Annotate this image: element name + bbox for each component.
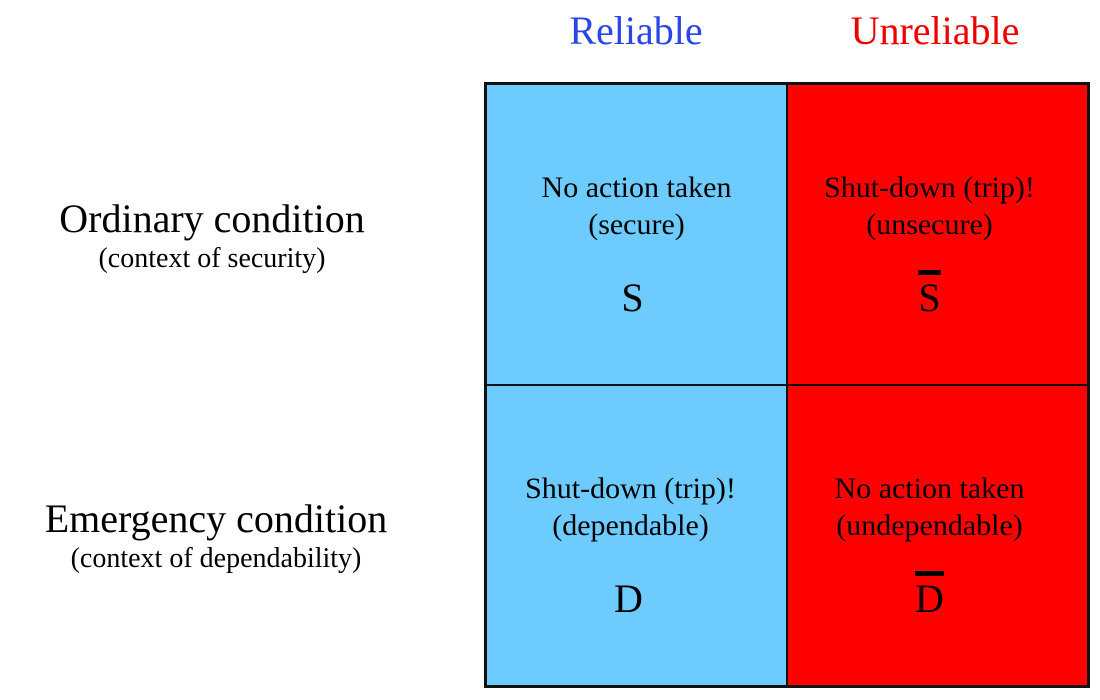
cell-ordinary-unreliable: Shut-down (trip)! (unsecure) S [787,85,1087,385]
cell-line-2: (undependable) [836,509,1023,542]
symbol-s-bar: S [918,275,941,320]
row-label-emergency: Emergency condition (context of dependab… [0,496,432,576]
row-title-emergency: Emergency condition [44,496,388,541]
cell-line-1: No action taken [541,171,732,204]
cell-symbol: S [483,275,782,321]
cell-emergency-unreliable: No action taken (undependable) D [787,385,1087,685]
cell-line-1: Shut-down (trip)! [525,472,736,505]
row-subtitle-emergency: (context of dependability) [70,543,362,574]
column-header-unreliable: Unreliable [850,8,1020,53]
cell-symbol: D [479,576,778,622]
cell-description: Shut-down (trip)! (dependable) [481,470,780,544]
cell-emergency-reliable: Shut-down (trip)! (dependable) D [487,385,787,685]
row-subtitle-ordinary: (context of security) [98,243,326,274]
cell-symbol: S [780,275,1079,321]
row-label-ordinary: Ordinary condition (context of security) [12,196,412,276]
outcome-matrix: No action taken (secure) S Shut-down (tr… [484,82,1090,688]
column-header-reliable: Reliable [569,8,703,53]
cell-line-1: Shut-down (trip)! [824,171,1035,204]
cell-line-2: (secure) [588,208,685,241]
cell-ordinary-reliable: No action taken (secure) S [487,85,787,385]
symbol-d: D [614,576,643,621]
cell-description: No action taken (undependable) [780,470,1079,544]
cell-line-2: (dependable) [552,509,709,542]
symbol-s: S [621,275,644,320]
cell-description: Shut-down (trip)! (unsecure) [780,169,1079,243]
cell-line-1: No action taken [834,472,1025,505]
row-title-ordinary: Ordinary condition [59,196,365,241]
symbol-d-bar: D [915,576,944,621]
cell-line-2: (unsecure) [866,208,993,241]
cell-description: No action taken (secure) [487,169,786,243]
cell-symbol: D [780,576,1079,622]
